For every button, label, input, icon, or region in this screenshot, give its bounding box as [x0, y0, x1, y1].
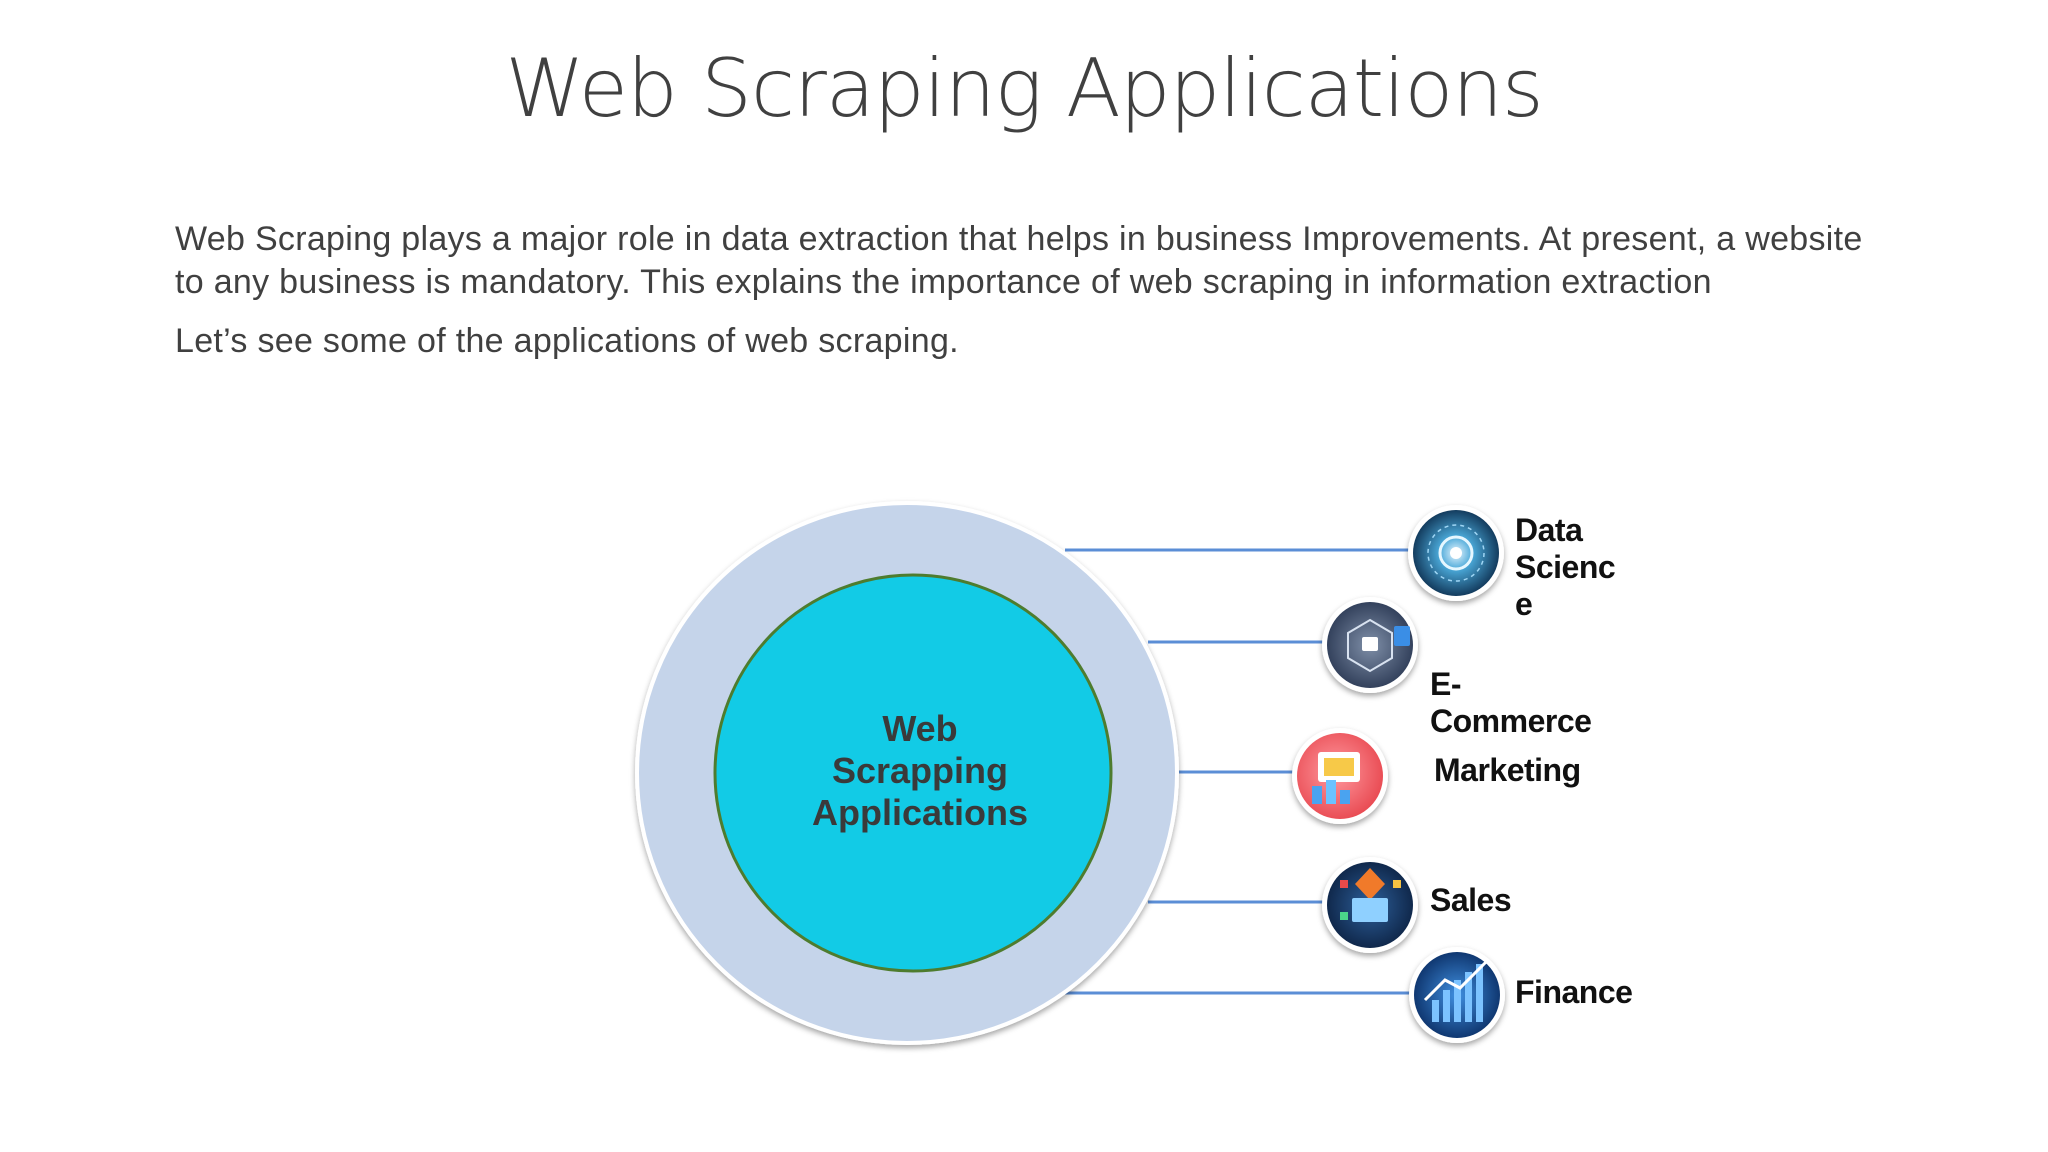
label-marketing: Marketing [1434, 752, 1581, 789]
label-data-science: Data Scienc e [1515, 512, 1616, 623]
connector-lines [1065, 548, 1410, 995]
center-label: Web Scrapping Applications [720, 708, 1120, 834]
label-finance: Finance [1515, 974, 1633, 1011]
center-label-line: Applications [811, 792, 1029, 833]
data-science-icon [1408, 505, 1504, 601]
lead-in-paragraph: Let’s see some of the applications of we… [175, 322, 959, 360]
label-line: Data [1515, 512, 1583, 548]
label-line: E- [1430, 666, 1462, 702]
center-label-line: Web [882, 708, 958, 749]
slide-body: Web Scraping plays a major role in data … [175, 218, 1895, 379]
label-line: e [1515, 586, 1533, 622]
marketing-icon [1292, 728, 1388, 824]
label-line: Finance [1515, 974, 1633, 1010]
sales-icon [1322, 857, 1418, 953]
label-sales: Sales [1430, 882, 1512, 919]
label-line: Scienc [1515, 549, 1616, 585]
center-label-line: Scrapping [831, 750, 1009, 791]
e-commerce-icon [1322, 597, 1418, 693]
finance-icon [1409, 947, 1505, 1043]
label-line: Marketing [1434, 752, 1581, 788]
label-line: Commerce [1430, 703, 1592, 739]
slide-title: Web Scraping Applications [505, 42, 1543, 135]
intro-paragraph: Web Scraping plays a major role in data … [175, 220, 1863, 301]
label-e-commerce: E- Commerce [1430, 666, 1592, 740]
label-line: Sales [1430, 882, 1512, 918]
inner-circle [713, 573, 1113, 973]
